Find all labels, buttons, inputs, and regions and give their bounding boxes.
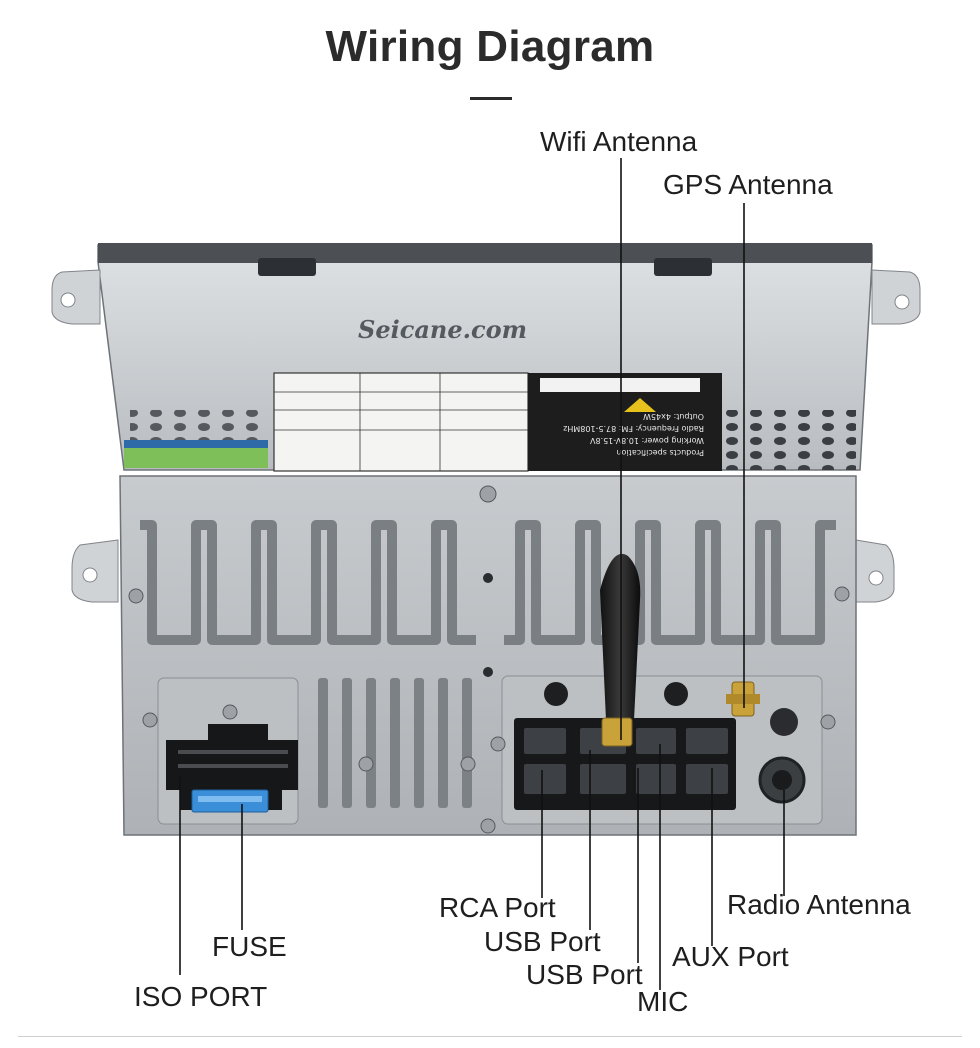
mounting-bracket-left [51,269,119,603]
spec-output-text: Output: 4x45W [643,412,704,421]
spec-power-text: Working power: 10.8V-15.8V [589,436,704,445]
brand-watermark: Seicane.com [358,315,527,344]
mounting-bracket-right [855,269,921,603]
wifi-antenna-label: Wifi Antenna [540,126,698,157]
gps-sma-connector [726,681,760,717]
rca-port-label: RCA Port [439,892,556,923]
mic-label: MIC [637,986,689,1017]
callout-leaders [179,158,785,990]
usb-port-2-label: USB Port [526,959,643,990]
aux-port-label: AUX Port [672,941,789,972]
title-underline [470,97,512,100]
wifi-antenna [600,553,641,747]
usb-port-1-label: USB Port [484,926,601,957]
radio-antenna-label: Radio Antenna [727,889,911,920]
fuse-holder [191,789,269,813]
multi-pin-connector-block [514,718,736,810]
spec-title-text: Products specification [616,448,704,457]
gps-antenna-label: GPS Antenna [663,169,833,200]
radio-antenna-jack [758,708,806,804]
fuse-label: FUSE [212,931,287,962]
spec-sticker: Products specification Working power: 10… [124,372,722,472]
footer-divider [18,1036,962,1037]
iso-port-label: ISO PORT [134,981,268,1012]
spec-radio-text: Radio Frequency: FM: 87.5-108MHz [563,424,704,433]
page-title: Wiring Diagram [325,22,655,71]
